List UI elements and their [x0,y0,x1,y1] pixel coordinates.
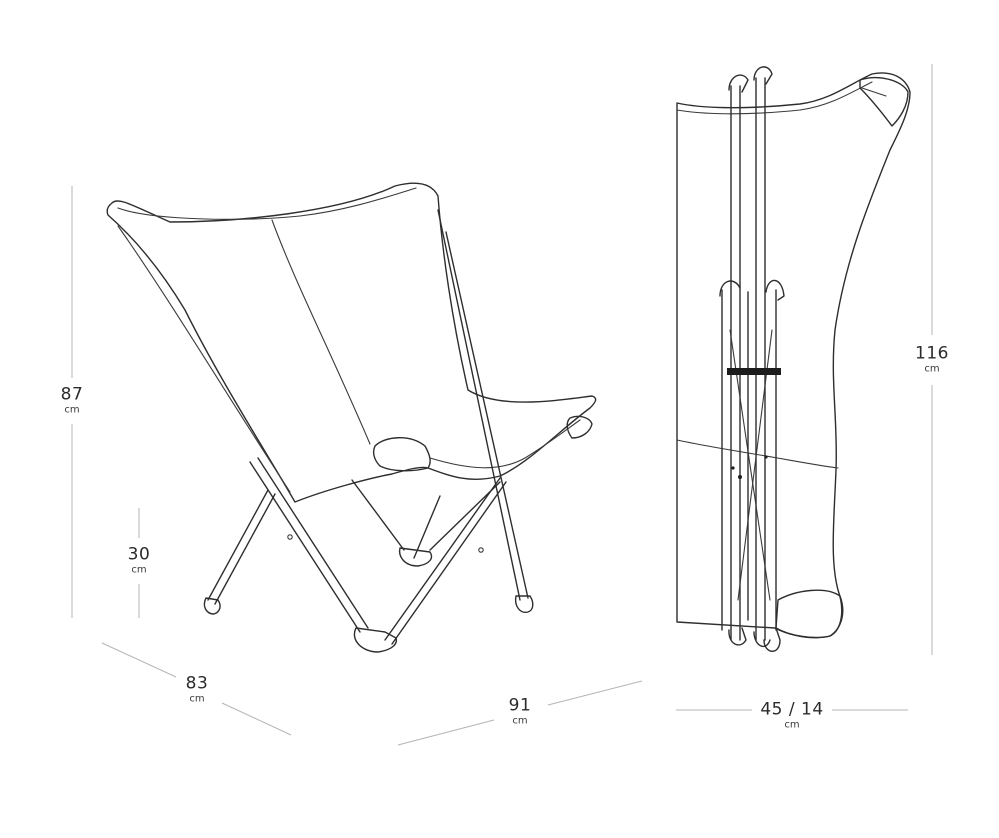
total-height-unit: cm [64,404,80,416]
hinge-dot-left [287,534,293,540]
hinge-dot-right [478,547,484,553]
frame-left-leg-inner [214,493,276,605]
seat-height-value: 30 [127,544,151,565]
frame-left-leg-outer [207,489,269,601]
folded-rivet-1 [738,475,742,479]
dimension-lines [71,64,933,746]
foot-cap-mid [398,547,433,567]
folded-bottom-pocket [775,589,844,639]
folded-mid-cap-right [765,279,785,301]
folded-height-value: 116 [915,343,949,364]
sling-top-hem [117,187,417,220]
dimension-label-folded-height: 116 cm [915,343,949,376]
sling-back-seam [271,219,371,445]
folded-rivet-3 [764,455,768,459]
folded-fabric-top-band [676,81,873,115]
frame-cross-left-a [249,461,361,633]
foot-cap-left [203,597,221,615]
folded-width-unit: cm [784,719,800,731]
folded-mid-cap-left [719,280,741,297]
folded-fabric-seam [676,439,839,469]
dimension-label-depth: 83 cm [185,673,209,706]
width-line-a [397,719,495,746]
dimension-label-seat-height: 30 cm [127,544,151,577]
foot-cap-right [514,595,534,613]
folded-width-value: 45 / 14 [760,699,824,720]
dimension-label-total-height: 87 cm [60,384,84,417]
folded-rivet-2 [731,466,735,470]
folded-bottom-cap-1 [728,627,747,646]
frame-right-back-leg-a [437,209,521,601]
seat-height-unit: cm [131,564,147,576]
depth-line-a [101,642,177,678]
frame-inner-cross-a [351,479,405,551]
dimension-label-width: 91 cm [508,695,532,728]
dimension-label-folded-width: 45 / 14 cm [760,699,824,732]
chair-sling-outline [106,182,597,503]
total-height-value: 87 [60,384,84,405]
frame-cross-left-b [257,457,369,629]
folded-fabric-outline [676,72,911,639]
frame-cross-right-a [384,477,501,641]
folded-top-cap-left [728,74,749,93]
folded-butterfly-chair [676,66,911,652]
frame-cross-right-b [391,481,507,645]
folded-pocket-label [861,87,887,97]
folded-strap [727,368,781,375]
frame-inner-cross-c [429,481,501,551]
sling-left-fold [117,225,291,493]
frame-right-back-leg-b [445,231,529,599]
folded-top-cap-right [753,66,773,85]
depth-line-b [221,702,292,736]
folded-bottom-cap-3 [763,627,781,652]
frame-inner-cross-b [413,495,441,559]
depth-unit: cm [189,693,205,705]
folded-height-unit: cm [924,363,940,375]
width-line-b [547,680,643,706]
width-value: 91 [508,695,532,716]
depth-value: 83 [185,673,209,694]
folded-bottom-cap-2 [753,631,771,648]
seat-right-pocket [566,415,593,439]
foot-cap-center [353,627,398,653]
width-unit: cm [512,715,528,727]
seat-front-pocket [372,437,431,472]
seat-inner-edge [429,419,581,469]
open-butterfly-chair [106,182,597,653]
folded-top-pocket [859,76,909,127]
